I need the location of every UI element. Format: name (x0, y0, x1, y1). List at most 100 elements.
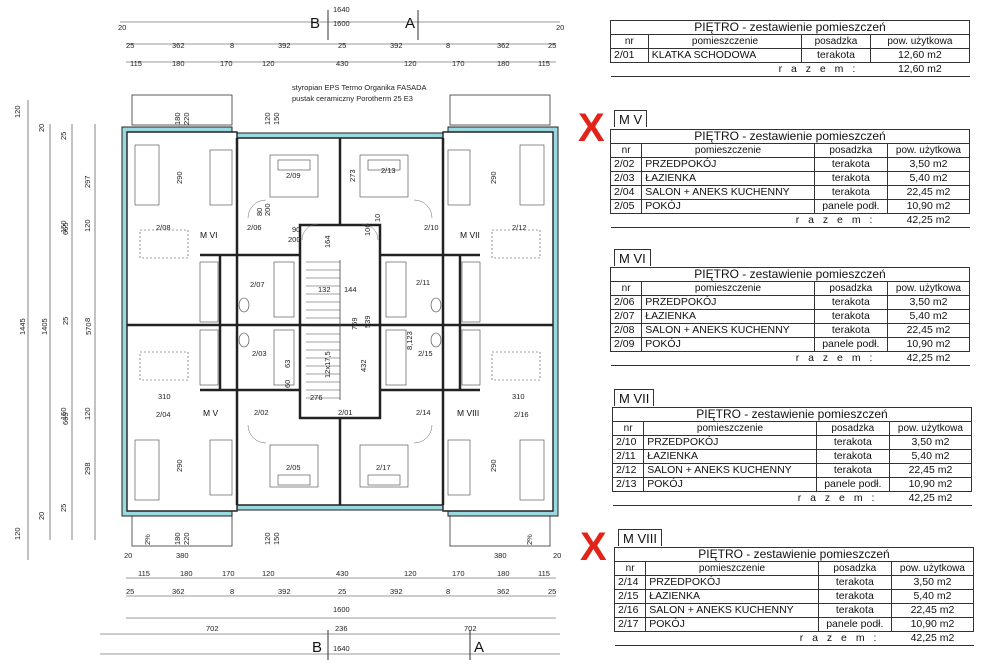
dim-bottom-split: 236 (335, 624, 348, 633)
cell-nr: 2/13 (611, 477, 645, 492)
cell-nr: 2/06 (609, 295, 643, 310)
cell-area: 5,40 m2 (886, 171, 971, 186)
apartment-tag-m-v: M V (614, 110, 648, 127)
cell-nr: 2/17 (613, 617, 647, 632)
header-area: pow. użytkowa (869, 34, 971, 49)
dim-bottom-row1: 25 (548, 587, 556, 596)
inner-dim: 290 (489, 459, 498, 472)
cell-floor: terakota (815, 435, 890, 450)
cell-nr: 2/05 (609, 199, 643, 214)
apartment-label: M VII (460, 230, 480, 240)
room-number: 2/04 (156, 410, 171, 419)
dim-left-seg: 298 (83, 462, 92, 475)
dim-top-row1: 8 (446, 41, 450, 50)
dim-bottom-row2: 115 (538, 569, 550, 578)
cell-room: ŁAZIENKA (641, 309, 815, 324)
header-area: pow. użytkowa (890, 561, 975, 576)
cell-nr: 2/10 (611, 435, 645, 450)
inner-dim: 12x17,5 (323, 351, 332, 378)
sum-row: r a z e m : 12,60 m2 (610, 62, 970, 77)
header-floor: posadzka (813, 143, 888, 158)
dim-bottom-edge-r: 20 (553, 551, 561, 560)
apartment-label: M V (203, 408, 218, 418)
dim-top-row2: 170 (220, 59, 233, 68)
inner-dim: 290 (175, 459, 184, 472)
room-number: 2/10 (424, 223, 439, 232)
cell-area: 10,90 m2 (886, 337, 971, 352)
room-number: 2/16 (514, 410, 529, 419)
room-table-m-v: PIĘTRO - zestawienie pomieszczeń nr pomi… (609, 129, 971, 228)
inner-dim: 10 (373, 214, 382, 222)
table-row: 2/01 KLATKA SCHODOWA terakota 12,60 m2 (610, 48, 971, 63)
dim-bottom-row1: 25 (338, 587, 346, 596)
inner-dim: 132 (318, 285, 331, 294)
room-number: 2/11 (416, 278, 430, 287)
cell-floor: panele podł. (817, 617, 892, 632)
dim-top-row1: 362 (497, 41, 510, 50)
apartment-label: M VIII (457, 408, 479, 418)
sum-label: r a z e m : (614, 631, 892, 646)
sum-label: r a z e m : (610, 62, 871, 77)
cell-floor: terakota (813, 323, 888, 338)
cell-floor: terakota (817, 589, 892, 604)
door-tag: 220 (182, 532, 191, 545)
room-number: 2/01 (338, 408, 353, 417)
dim-top-row2: 430 (336, 59, 349, 68)
dim-left-seg: 25 (59, 504, 68, 512)
room-number: 2/13 (381, 166, 396, 175)
dim-bottom-split: 702 (206, 624, 219, 633)
header-area: pow. użytkowa (888, 421, 973, 436)
dim-balcony-left: 380 (176, 551, 189, 560)
dim-top-row1: 392 (390, 41, 403, 50)
cell-floor: terakota (801, 48, 871, 63)
cell-area: 22,45 m2 (888, 463, 973, 478)
cell-room: SALON + ANEKS KUCHENNY (643, 463, 817, 478)
dim-top-edge: 20 (118, 23, 126, 32)
cell-area: 5,40 m2 (886, 309, 971, 324)
cell-floor: terakota (815, 449, 890, 464)
header-floor: posadzka (815, 421, 890, 436)
dim-bottom-row1: 8 (230, 587, 234, 596)
cell-room: POKÓJ (645, 617, 819, 632)
door-tag: 2% (143, 534, 152, 545)
sum-value: 42,25 m2 (887, 213, 970, 228)
cell-room: SALON + ANEKS KUCHENNY (645, 603, 819, 618)
door-tag: 120 (263, 112, 272, 125)
dim-left-seg: 150 (59, 407, 68, 420)
cell-area: 22,45 m2 (886, 323, 971, 338)
dim-top-row1: 25 (338, 41, 346, 50)
cell-nr: 2/07 (609, 309, 643, 324)
cell-nr: 2/12 (611, 463, 645, 478)
cell-area: 5,40 m2 (890, 589, 975, 604)
dim-left-seg: 25 (61, 317, 70, 325)
dim-top-row2: 180 (497, 59, 510, 68)
sum-label: r a z e m : (610, 351, 888, 366)
door-tag: 180 (173, 112, 182, 125)
room-number: 2/09 (286, 171, 301, 180)
cell-floor: terakota (817, 575, 892, 590)
cell-area: 10,90 m2 (890, 617, 975, 632)
header-nr: nr (613, 561, 647, 576)
header-nr: nr (609, 281, 643, 296)
dim-top-edge-r: 20 (556, 23, 564, 32)
sum-row: r a z e m : 42,25 m2 (614, 631, 974, 646)
cell-room: ŁAZIENKA (645, 589, 819, 604)
dim-bottom-row1: 25 (126, 587, 134, 596)
room-number: 2/17 (376, 463, 391, 472)
inner-dim: 539 (363, 315, 372, 328)
cell-nr: 2/01 (610, 48, 649, 63)
dim-bottom-row1: 8 (446, 587, 450, 596)
cell-area: 22,45 m2 (886, 185, 971, 200)
dim-top-row1: 8 (230, 41, 234, 50)
dim-bottom-split: 702 (464, 624, 477, 633)
room-number: 2/02 (254, 408, 269, 417)
cell-room: PRZEDPOKÓJ (641, 295, 815, 310)
inner-dim: 273 (348, 169, 357, 182)
